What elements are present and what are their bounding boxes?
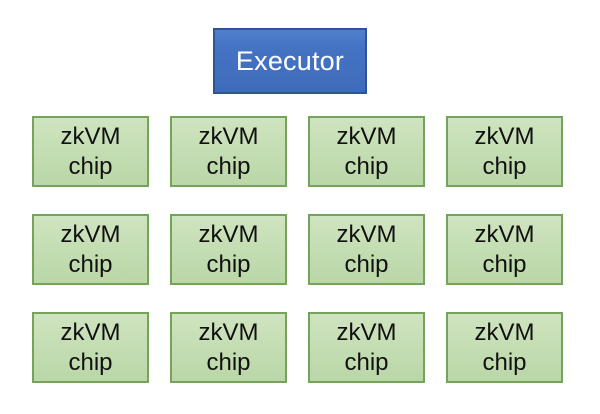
zkvm-chip: zkVM chip bbox=[32, 312, 149, 383]
zkvm-chip: zkVM chip bbox=[446, 116, 563, 187]
chip-label-line2: chip bbox=[68, 348, 113, 376]
zkvm-chip: zkVM chip bbox=[170, 116, 287, 187]
chip-label-line1: zkVM bbox=[198, 318, 259, 346]
chip-label-line1: zkVM bbox=[474, 122, 535, 150]
chip-label-line2: chip bbox=[206, 250, 251, 278]
chip-label-line2: chip bbox=[482, 348, 527, 376]
chip-label-line2: chip bbox=[344, 250, 389, 278]
zkvm-chip: zkVM chip bbox=[308, 116, 425, 187]
zkvm-chip: zkVM chip bbox=[446, 214, 563, 285]
chip-label-line2: chip bbox=[482, 250, 527, 278]
chip-label-line1: zkVM bbox=[60, 220, 121, 248]
chip-label-line2: chip bbox=[482, 152, 527, 180]
chip-label-line1: zkVM bbox=[60, 318, 121, 346]
zkvm-chip: zkVM chip bbox=[308, 214, 425, 285]
chip-label-line1: zkVM bbox=[198, 220, 259, 248]
chip-label-line2: chip bbox=[68, 152, 113, 180]
chip-label-line1: zkVM bbox=[198, 122, 259, 150]
zkvm-chip: zkVM chip bbox=[308, 312, 425, 383]
zkvm-chip: zkVM chip bbox=[446, 312, 563, 383]
executor-box: Executor bbox=[213, 28, 367, 94]
chip-label-line1: zkVM bbox=[474, 220, 535, 248]
zkvm-chip-grid: zkVM chip zkVM chip zkVM chip zkVM chip … bbox=[32, 116, 563, 383]
zkvm-chip: zkVM chip bbox=[32, 214, 149, 285]
chip-label-line1: zkVM bbox=[60, 122, 121, 150]
executor-label: Executor bbox=[235, 45, 345, 76]
chip-label-line1: zkVM bbox=[336, 220, 397, 248]
zkvm-chip: zkVM chip bbox=[32, 116, 149, 187]
chip-label-line2: chip bbox=[206, 348, 251, 376]
chip-label-line2: chip bbox=[344, 348, 389, 376]
chip-label-line1: zkVM bbox=[336, 122, 397, 150]
chip-label-line2: chip bbox=[68, 250, 113, 278]
chip-label-line2: chip bbox=[206, 152, 251, 180]
zkvm-chip: zkVM chip bbox=[170, 312, 287, 383]
zkvm-chip: zkVM chip bbox=[170, 214, 287, 285]
chip-label-line1: zkVM bbox=[336, 318, 397, 346]
chip-label-line2: chip bbox=[344, 152, 389, 180]
chip-label-line1: zkVM bbox=[474, 318, 535, 346]
